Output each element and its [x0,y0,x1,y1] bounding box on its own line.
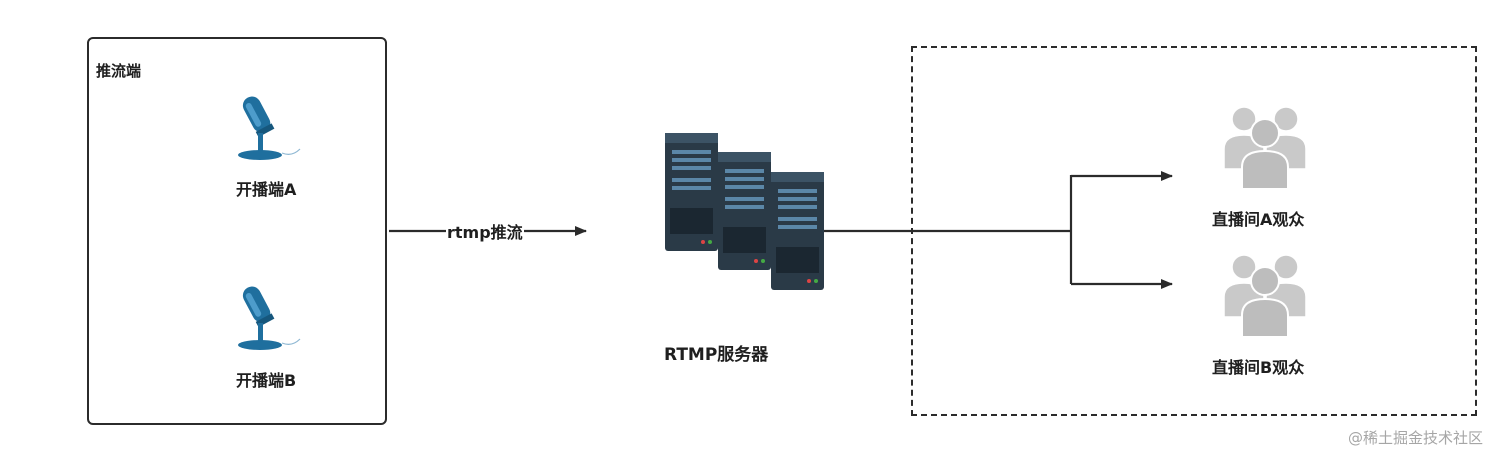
watermark-text: @稀土掘金技术社区 [1348,427,1483,448]
user-group-icon [1224,255,1306,337]
rtmp-push-label: rtmp推流 [446,224,524,242]
audience-room-label: 直播间A观众 [1212,206,1304,230]
streamer-label: 开播端A [236,176,296,200]
server-rack-icon [665,133,824,290]
audience-room-label: 直播间B观众 [1212,354,1304,378]
streamer-label: 开播端B [236,367,296,391]
user-group-icon [1224,107,1306,189]
microphone-icon [238,283,300,350]
microphone-icon [238,93,300,160]
server-label: RTMP服务器 [664,340,768,365]
distribution-connector [824,175,1071,284]
pusher-group-title: 推流端 [96,60,141,81]
